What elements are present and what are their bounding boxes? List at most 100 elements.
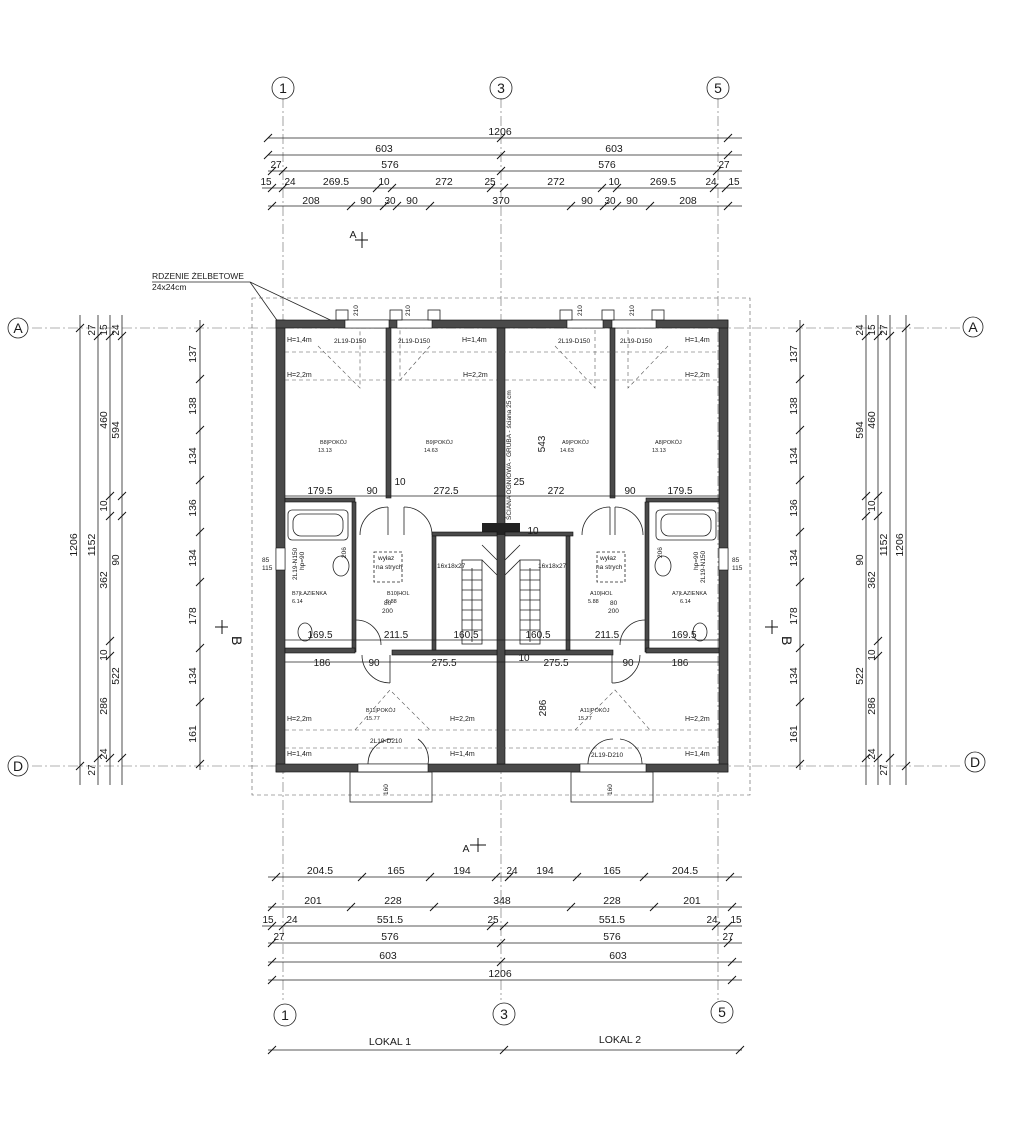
svg-text:5.88: 5.88 bbox=[588, 599, 599, 605]
section-marker-b-left: B bbox=[215, 620, 245, 645]
svg-text:30: 30 bbox=[384, 196, 396, 207]
svg-text:24: 24 bbox=[286, 915, 298, 926]
svg-text:1206: 1206 bbox=[68, 533, 80, 557]
svg-text:A: A bbox=[13, 320, 23, 336]
svg-text:228: 228 bbox=[384, 895, 402, 907]
svg-text:522: 522 bbox=[854, 667, 866, 685]
top-dimensions: 1206 603 603 27 576 576 27 15 24 269.5 1… bbox=[260, 126, 742, 211]
svg-text:576: 576 bbox=[598, 159, 616, 171]
svg-text:90: 90 bbox=[360, 195, 372, 207]
svg-text:2L19-D150: 2L19-D150 bbox=[620, 338, 653, 345]
svg-text:206: 206 bbox=[341, 547, 348, 558]
svg-text:134: 134 bbox=[788, 447, 800, 465]
svg-text:210: 210 bbox=[353, 305, 360, 316]
svg-text:362: 362 bbox=[866, 571, 878, 589]
svg-text:H=2,2m: H=2,2m bbox=[450, 716, 475, 723]
svg-text:169.5: 169.5 bbox=[671, 630, 696, 641]
svg-text:206: 206 bbox=[657, 547, 664, 558]
svg-text:179.5: 179.5 bbox=[307, 486, 332, 497]
axis-1-top: 1 bbox=[271, 76, 295, 100]
svg-text:H=2,2m: H=2,2m bbox=[463, 372, 488, 379]
svg-text:204.5: 204.5 bbox=[307, 865, 333, 877]
svg-text:24: 24 bbox=[99, 748, 110, 760]
svg-text:10: 10 bbox=[518, 653, 530, 664]
svg-text:27: 27 bbox=[879, 764, 890, 776]
svg-text:LOKAL 2: LOKAL 2 bbox=[599, 1034, 641, 1046]
svg-text:272: 272 bbox=[435, 176, 453, 188]
svg-text:na strych: na strych bbox=[596, 564, 623, 571]
svg-text:134: 134 bbox=[187, 447, 199, 465]
bottom-dimensions: 204.5 165 194 24 194 165 204.5 201 228 3… bbox=[262, 865, 745, 1055]
svg-text:208: 208 bbox=[302, 195, 320, 207]
svg-text:B8|POKÓJ: B8|POKÓJ bbox=[320, 439, 347, 446]
svg-text:14.63: 14.63 bbox=[560, 448, 574, 454]
svg-text:A: A bbox=[462, 843, 469, 855]
svg-text:90: 90 bbox=[624, 486, 636, 497]
room-b10: B10|HOL 5.88 bbox=[386, 591, 410, 605]
svg-text:115: 115 bbox=[732, 565, 743, 572]
svg-text:2L19-N150: 2L19-N150 bbox=[700, 550, 707, 583]
svg-text:208: 208 bbox=[679, 195, 697, 207]
svg-text:200: 200 bbox=[382, 608, 393, 615]
svg-text:85: 85 bbox=[732, 557, 740, 564]
svg-text:13.13: 13.13 bbox=[318, 448, 332, 454]
svg-text:138: 138 bbox=[788, 397, 800, 415]
svg-text:24: 24 bbox=[111, 324, 122, 336]
svg-text:272.5: 272.5 bbox=[433, 486, 458, 497]
svg-text:wyłaz: wyłaz bbox=[377, 555, 394, 562]
svg-text:27: 27 bbox=[273, 932, 285, 943]
svg-text:H=1,4m: H=1,4m bbox=[685, 337, 710, 344]
svg-text:15: 15 bbox=[728, 177, 740, 188]
svg-text:200: 200 bbox=[608, 608, 619, 615]
svg-text:178: 178 bbox=[788, 607, 800, 625]
svg-text:134: 134 bbox=[187, 667, 199, 685]
svg-text:3: 3 bbox=[500, 1006, 508, 1022]
svg-text:576: 576 bbox=[381, 931, 399, 943]
svg-text:10: 10 bbox=[867, 500, 878, 512]
svg-text:H=1,4m: H=1,4m bbox=[450, 751, 475, 758]
svg-text:1152: 1152 bbox=[878, 534, 890, 557]
svg-text:134: 134 bbox=[788, 667, 800, 685]
building bbox=[251, 297, 751, 803]
svg-text:603: 603 bbox=[379, 950, 397, 962]
svg-text:210: 210 bbox=[577, 305, 584, 316]
svg-text:15: 15 bbox=[262, 915, 274, 926]
svg-text:24: 24 bbox=[506, 866, 518, 877]
svg-text:hp=90: hp=90 bbox=[693, 551, 700, 570]
svg-text:269.5: 269.5 bbox=[323, 176, 349, 188]
svg-text:551.5: 551.5 bbox=[377, 914, 403, 926]
svg-text:27: 27 bbox=[722, 932, 734, 943]
svg-text:286: 286 bbox=[98, 697, 110, 715]
svg-text:179.5: 179.5 bbox=[667, 486, 692, 497]
interior-dimensions: 179.5 90 10 272.5 25 272 10 90 179.5 169… bbox=[262, 305, 743, 795]
svg-text:161: 161 bbox=[187, 725, 199, 743]
svg-text:90: 90 bbox=[111, 554, 122, 566]
svg-text:25: 25 bbox=[487, 915, 499, 926]
svg-text:85: 85 bbox=[262, 557, 270, 564]
svg-text:90: 90 bbox=[622, 658, 634, 669]
svg-text:15: 15 bbox=[99, 324, 110, 336]
svg-text:A8|POKÓJ: A8|POKÓJ bbox=[655, 439, 682, 446]
svg-text:5.88: 5.88 bbox=[386, 599, 397, 605]
room-b8: B8|POKÓJ 13.13 bbox=[318, 439, 347, 454]
svg-text:27: 27 bbox=[270, 160, 282, 171]
left-dimensions: 1206 1152 594 460 10 90 362 10 522 286 2… bbox=[68, 315, 205, 785]
svg-text:15: 15 bbox=[867, 324, 878, 336]
svg-text:169.5: 169.5 bbox=[307, 630, 332, 641]
svg-text:wyłaz: wyłaz bbox=[599, 555, 616, 562]
svg-text:275.5: 275.5 bbox=[543, 658, 568, 669]
svg-text:H=1,4m: H=1,4m bbox=[287, 751, 312, 758]
svg-text:370: 370 bbox=[492, 195, 510, 207]
svg-text:275.5: 275.5 bbox=[431, 658, 456, 669]
svg-text:B10|HOL: B10|HOL bbox=[387, 591, 410, 597]
svg-text:2L19-D210: 2L19-D210 bbox=[370, 738, 403, 745]
svg-text:543: 543 bbox=[537, 435, 548, 452]
svg-text:ŚCIANA OGNIOWA - GRUBA - ścian: ŚCIANA OGNIOWA - GRUBA - ściana 25 cm bbox=[504, 390, 513, 520]
svg-text:6.14: 6.14 bbox=[680, 599, 691, 605]
svg-text:603: 603 bbox=[605, 143, 623, 155]
svg-text:B11|POKÓJ: B11|POKÓJ bbox=[366, 707, 396, 714]
